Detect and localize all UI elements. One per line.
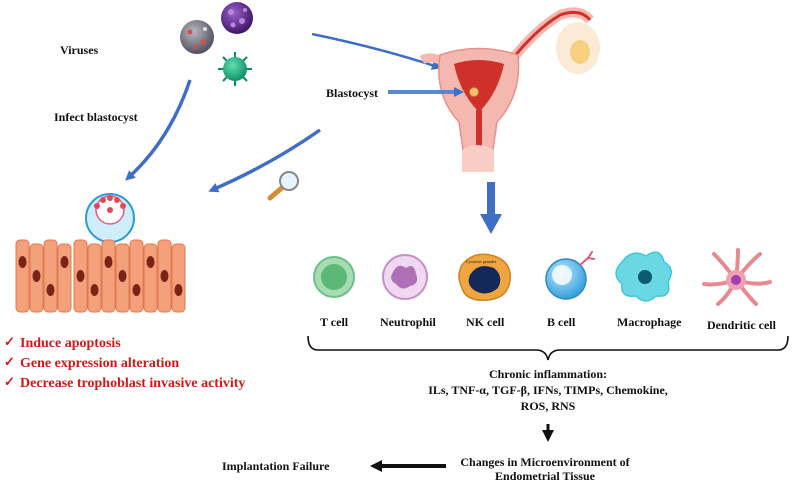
cell-nucleus: [118, 270, 127, 282]
cell-nucleus: [60, 256, 69, 268]
cell-nucleus: [90, 284, 99, 296]
cell-nucleus: [32, 270, 41, 282]
implantation-failure-label: Implantation Failure: [222, 459, 330, 473]
microenvironment-line-1: Changes in Microenvironment of: [460, 455, 630, 469]
purple-virus-icon: [221, 2, 253, 34]
infect-blastocyst-label: Infect blastocyst: [54, 110, 138, 124]
cell-label-neutrophil: Neutrophil: [380, 315, 436, 329]
effect-check-icon: ✓: [4, 334, 15, 349]
microenvironment-line-2: Endometrial Tissue: [495, 469, 596, 482]
effect-trophoblast-invasion: Decrease trophoblast invasive activity: [20, 376, 245, 391]
epithelial-cell: [143, 243, 158, 313]
effects-list: ✓ Induce apoptosis ✓ Gene expression alt…: [4, 334, 245, 391]
epithelial-cell: [129, 239, 144, 313]
t-cell-icon: [313, 256, 355, 298]
immune-cells-row: Cytotoxic granules: [313, 248, 772, 306]
cell-nucleus: [160, 270, 169, 282]
effect-gene-expression: Gene expression alteration: [20, 356, 179, 371]
viruses-to-uterus-arrow: [311, 32, 442, 70]
nk-cell-icon: Cytotoxic granules: [458, 253, 511, 301]
epithelial-cell: [15, 239, 30, 313]
virus-group: [180, 2, 253, 86]
effect-check-icon: ✓: [4, 354, 15, 369]
uterus-illustration: [419, 7, 600, 172]
effect-check-icon: ✓: [4, 374, 15, 389]
cell-nucleus: [146, 256, 155, 268]
macrophage-icon: [615, 251, 672, 302]
b-cell-icon: [545, 251, 595, 300]
green-virus-icon: [218, 52, 252, 86]
blastocyst-illustration: [85, 193, 135, 243]
effect-apoptosis: Induce apoptosis: [20, 336, 121, 351]
infect-blastocyst-arrow: [125, 79, 192, 181]
uterus-down-arrow: [480, 182, 502, 234]
cell-nucleus: [174, 284, 183, 296]
epithelial-cell: [101, 239, 116, 313]
inflammation-mediators-cont: ROS, RNS: [521, 399, 576, 413]
cell-nucleus: [132, 284, 141, 296]
cell-label-nk: NK cell: [466, 315, 505, 329]
cell-label-macrophage: Macrophage: [617, 315, 682, 329]
neutrophil-icon: [382, 254, 428, 300]
inflammation-title: Chronic inflammation:: [489, 367, 607, 381]
epithelial-cell: [43, 239, 58, 313]
cell-label-t: T cell: [320, 315, 349, 329]
endometrial-epithelium: [15, 239, 186, 313]
epithelial-cell: [87, 243, 102, 313]
magnifier-icon: [267, 171, 299, 201]
blastocyst-label: Blastocyst: [326, 86, 378, 100]
epithelial-cell: [57, 243, 72, 313]
dendritic-cell-icon: [702, 248, 772, 306]
cell-nucleus: [46, 284, 55, 296]
cell-label-dendritic: Dendritic cell: [707, 318, 777, 332]
uterus-to-epithelium-arrow: [208, 128, 322, 193]
chronic-inflammation-text: Chronic inflammation: ILs, TNF-α, TGF-β,…: [428, 367, 668, 413]
cell-label-b: B cell: [547, 315, 576, 329]
nk-granules-label: Cytotoxic granules: [466, 259, 497, 264]
gray-virus-icon: [180, 20, 214, 54]
cell-nucleus: [76, 270, 85, 282]
viruses-label: Viruses: [60, 43, 99, 57]
epithelial-cell: [171, 243, 186, 313]
cell-nucleus: [104, 256, 113, 268]
cell-nucleus: [18, 256, 27, 268]
inflammation-mediators: ILs, TNF-α, TGF-β, IFNs, TIMPs, Chemokin…: [428, 383, 668, 397]
grouping-brace: [307, 335, 789, 361]
